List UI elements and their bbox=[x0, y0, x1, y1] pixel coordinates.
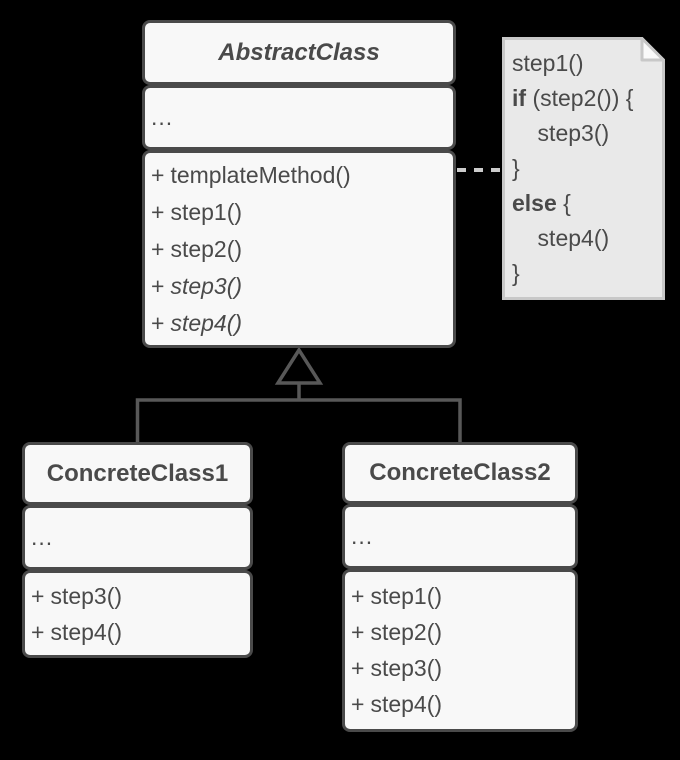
inheritance-triangle-icon bbox=[274, 346, 324, 385]
method-row-abstract: +step3() bbox=[151, 273, 243, 299]
fields-placeholder: ... bbox=[31, 524, 54, 550]
concrete-class-2-fields-box: ... bbox=[342, 504, 578, 569]
code-line: } bbox=[512, 155, 520, 181]
method-row: +step3() bbox=[351, 655, 443, 681]
class-name: ConcreteClass2 bbox=[369, 459, 551, 486]
note-paper-shape bbox=[502, 37, 665, 300]
method-row: +step4() bbox=[351, 691, 443, 717]
note-box: step1() if (step2()) { step3() } else { … bbox=[502, 37, 665, 300]
method-row-abstract: +step4() bbox=[151, 310, 243, 336]
concrete-class-1-title-box: ConcreteClass1 bbox=[22, 442, 253, 505]
concrete-class-1-methods-box: +step3() +step4() bbox=[22, 570, 253, 658]
method-row: +step1() bbox=[151, 199, 243, 225]
class-name: ConcreteClass1 bbox=[46, 459, 229, 487]
code-line: if (step2()) { bbox=[512, 85, 634, 111]
concrete-class-1-fields-box: ... bbox=[22, 505, 253, 570]
code-line: else { bbox=[512, 190, 571, 216]
fields-placeholder: ... bbox=[351, 523, 374, 549]
method-row: +step2() bbox=[351, 619, 443, 645]
code-line: } bbox=[512, 260, 520, 286]
note-fold-corner-icon bbox=[640, 37, 665, 62]
class-name: AbstractClass bbox=[218, 38, 380, 66]
inheritance-branch-line bbox=[135, 398, 462, 444]
method-row: +step4() bbox=[31, 619, 123, 645]
fields-placeholder: ... bbox=[151, 104, 174, 130]
code-line: step1() bbox=[512, 50, 584, 76]
concrete-class-2-title-box: ConcreteClass2 bbox=[342, 442, 578, 504]
method-row: +templateMethod() bbox=[151, 162, 351, 188]
code-line: step3() bbox=[512, 120, 610, 146]
method-row: +step1() bbox=[351, 583, 443, 609]
method-row: +step2() bbox=[151, 236, 243, 262]
abstract-class-methods-box: +templateMethod() +step1() +step2() +ste… bbox=[142, 150, 456, 348]
concrete-class-2-methods-box: +step1() +step2() +step3() +step4() bbox=[342, 569, 578, 732]
note-pseudocode: step1() if (step2()) { step3() } else { … bbox=[512, 46, 633, 291]
abstract-class-title-box: AbstractClass bbox=[142, 20, 456, 85]
abstract-class-fields-box: ... bbox=[142, 85, 456, 150]
code-line: step4() bbox=[512, 225, 610, 251]
method-row: +step3() bbox=[31, 583, 123, 609]
